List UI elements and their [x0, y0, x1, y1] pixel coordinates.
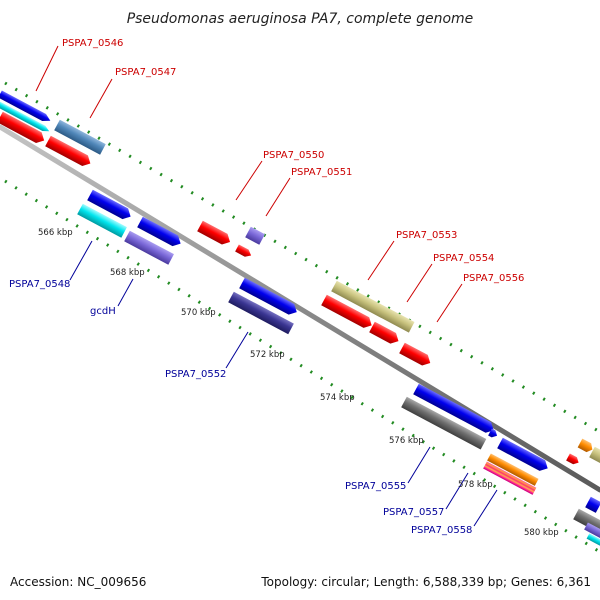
gene-gcdH[interactable]: [124, 230, 174, 265]
scale-label: 566 kbp: [38, 228, 73, 238]
gene-label: PSPA7_0548: [9, 279, 70, 290]
gene-feature[interactable]: [235, 244, 253, 259]
gene-feature[interactable]: [45, 135, 93, 169]
gene-label: PSPA7_0550: [263, 150, 324, 161]
gene-PSPA7_0550[interactable]: [197, 220, 233, 248]
genome-backbone: [0, 124, 600, 493]
gene-feature[interactable]: [87, 189, 133, 222]
gene-label: gcdH: [90, 306, 116, 317]
gene-PSPA7_0558[interactable]: [483, 461, 537, 495]
gene-feature[interactable]: [573, 508, 600, 534]
gene-feature[interactable]: [137, 216, 183, 249]
scale-label: 574 kbp: [320, 393, 355, 403]
gene-PSPA7_0551[interactable]: [245, 226, 265, 245]
scale-label: 578 kbp: [458, 480, 493, 490]
scale-label: 580 kbp: [524, 528, 559, 538]
gene-label: PSPA7_0555: [345, 481, 406, 492]
gene-PSPA7_0554[interactable]: [321, 294, 374, 331]
gene-PSPA7_0552[interactable]: [228, 291, 294, 335]
gene-label: PSPA7_0558: [411, 525, 472, 536]
gene-label: PSPA7_0552: [165, 369, 226, 380]
gene-label: PSPA7_0551: [291, 167, 352, 178]
gene-feature[interactable]: [589, 446, 600, 467]
gene-feature[interactable]: [584, 522, 600, 539]
gene-feature[interactable]: [369, 321, 401, 347]
gene-PSPA7_0553[interactable]: [331, 280, 415, 333]
scale-label: 570 kbp: [181, 308, 216, 318]
gene-label: PSPA7_0553: [396, 230, 457, 241]
inner-tick-track: [4, 179, 600, 554]
map-title: Pseudomonas aeruginosa PA7, complete gen…: [127, 11, 474, 27]
scale-label: 576 kbp: [389, 436, 424, 446]
gene-feature[interactable]: [585, 496, 600, 513]
accession-text: Accession: NC_009656: [10, 575, 146, 589]
scale-label: 572 kbp: [250, 350, 285, 360]
gene-feature[interactable]: [0, 101, 51, 134]
scale-label: 568 kbp: [110, 268, 145, 278]
leader-lines: [35, 45, 498, 527]
gene-label: PSPA7_0547: [115, 67, 176, 78]
genome-summary-text: Topology: circular; Length: 6,588,339 bp…: [260, 575, 591, 589]
gene-label: PSPA7_0554: [433, 253, 494, 264]
gene-feature[interactable]: [497, 437, 550, 474]
gene-feature[interactable]: [0, 90, 52, 124]
gene-PSPA7_0556[interactable]: [399, 342, 433, 369]
gene-PSPA7_0548[interactable]: [77, 203, 127, 238]
gene-label: PSPA7_0557: [383, 507, 444, 518]
outer-tick-track: [4, 81, 600, 434]
gene-PSPA7_0557[interactable]: [487, 453, 539, 486]
gene-label: PSPA7_0556: [463, 273, 524, 284]
gene-feature[interactable]: [566, 453, 580, 466]
gene-feature[interactable]: [586, 533, 600, 549]
gene-PSPA7_0547[interactable]: [54, 119, 106, 155]
gene-feature[interactable]: [239, 277, 299, 318]
gene-feature[interactable]: [488, 428, 499, 439]
gene-label: PSPA7_0546: [62, 38, 123, 49]
gene-feature[interactable]: [413, 383, 496, 436]
gene-feature[interactable]: [577, 438, 595, 454]
gene-PSPA7_0546[interactable]: [0, 111, 47, 146]
gene-PSPA7_0555[interactable]: [401, 396, 487, 450]
